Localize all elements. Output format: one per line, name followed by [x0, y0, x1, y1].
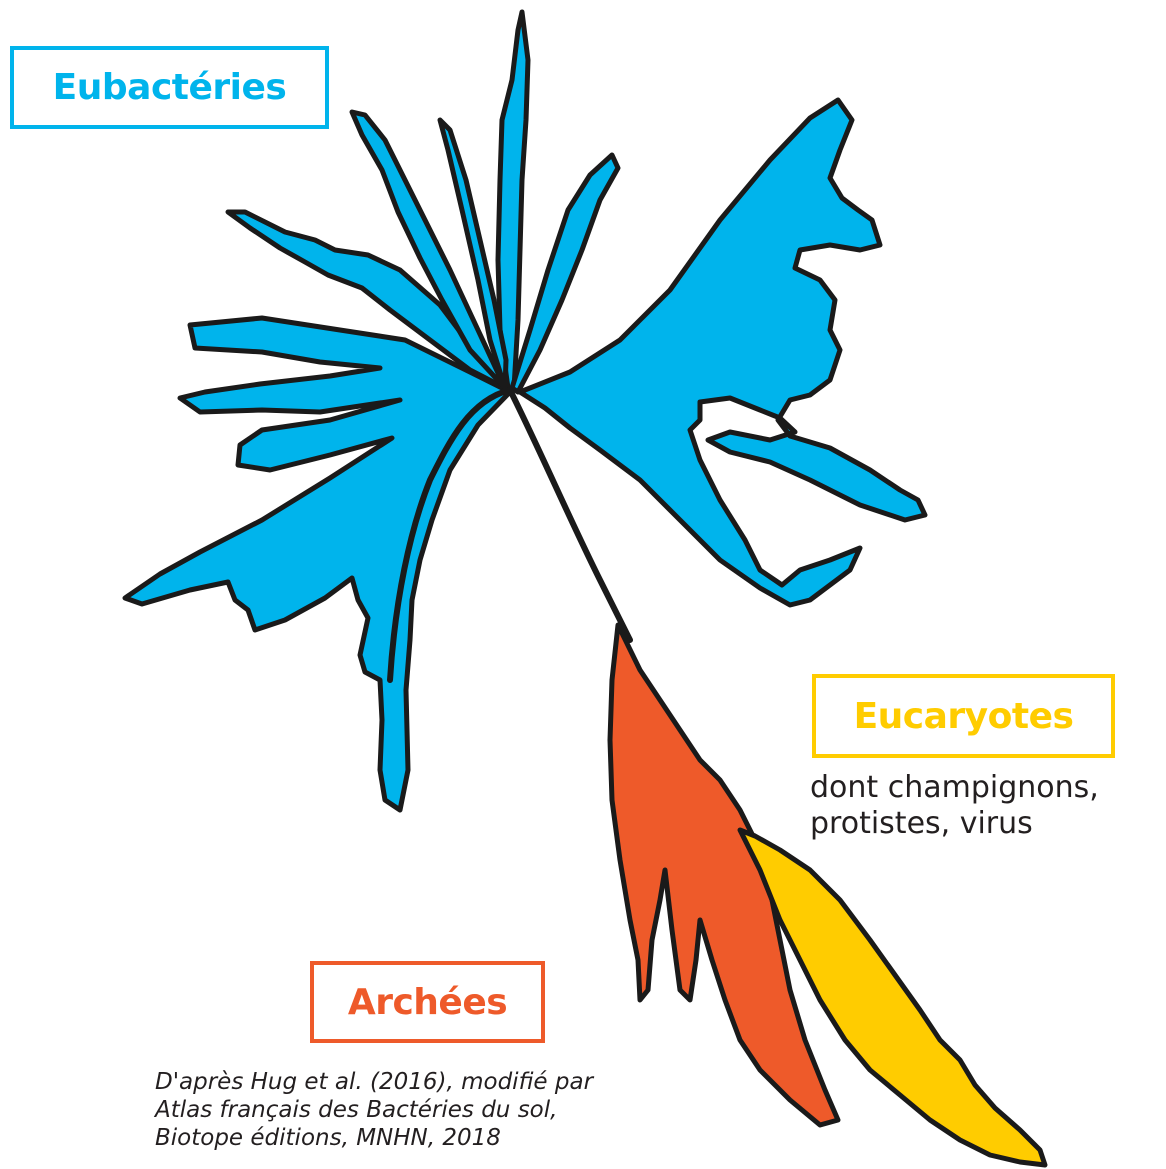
eucaryotes-note-line1: dont champignons,: [810, 770, 1160, 806]
source-credit: D'après Hug et al. (2016), modifié par A…: [155, 1068, 715, 1152]
archees-label: Archées: [310, 961, 545, 1043]
eucaryotes-label: Eucaryotes: [812, 674, 1115, 758]
eubacteria-left-clade: [125, 318, 510, 810]
eubacteries-label: Eubactéries: [10, 46, 329, 129]
eucaryotes-note: dont champignons, protistes, virus: [810, 770, 1160, 842]
eubacteria-right-clade: [520, 100, 925, 605]
source-credit-line1: D'après Hug et al. (2016), modifié par: [155, 1068, 715, 1096]
eucaryotes-note-line2: protistes, virus: [810, 806, 1160, 842]
source-credit-line3: Biotope éditions, MNHN, 2018: [155, 1124, 715, 1152]
source-credit-line2: Atlas français des Bactéries du sol,: [155, 1096, 715, 1124]
